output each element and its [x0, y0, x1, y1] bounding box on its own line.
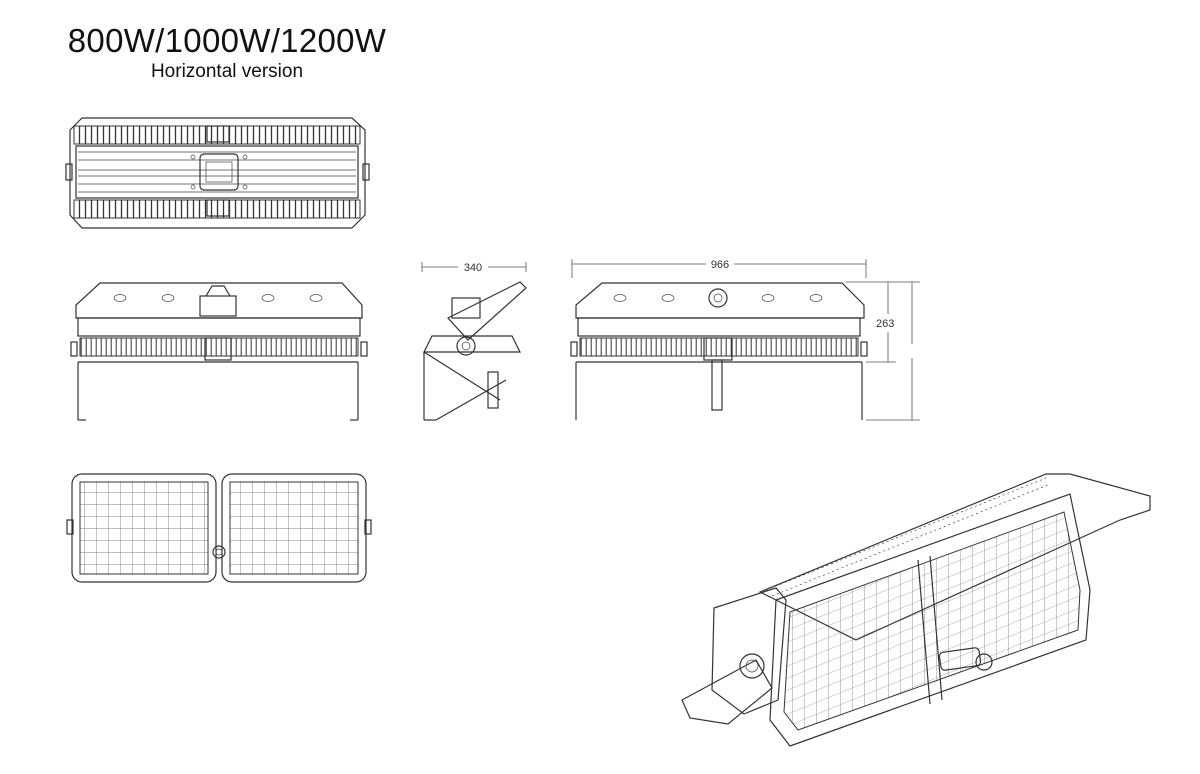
side-view: 340 [421, 262, 527, 421]
depth-dimension-label: 340 [464, 262, 482, 274]
top-view [65, 117, 370, 229]
drawing-title-block: 800W/1000W/1200W Horizontal version [62, 22, 392, 83]
bottom-view [66, 473, 372, 583]
front-view [70, 282, 368, 421]
version-subheading: Horizontal version [150, 61, 304, 82]
isometric-view [681, 473, 1151, 747]
rear-view: 966 263 [570, 259, 920, 421]
model-heading: 800W/1000W/1200W [67, 22, 387, 59]
body-height-dimension-label: 263 [876, 318, 894, 330]
width-dimension-label: 966 [711, 259, 729, 271]
